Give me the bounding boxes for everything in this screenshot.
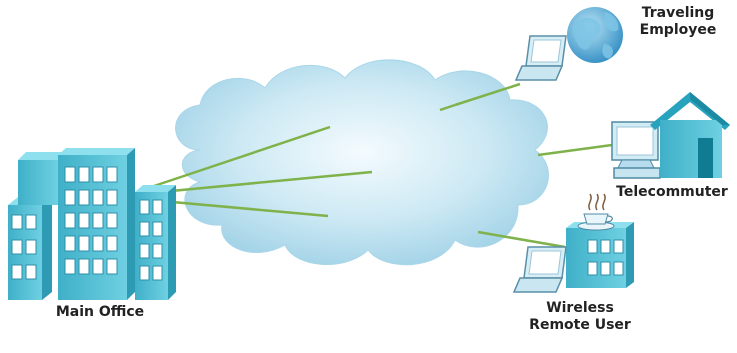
- traveling-employee-label-line-2: Employee: [628, 22, 728, 39]
- traveling-employee-label-line-1: Traveling: [628, 5, 728, 22]
- globe-icon: [567, 7, 623, 63]
- traveling-employee-label: Traveling Employee: [628, 5, 728, 39]
- telecommuter-label-text: Telecommuter: [616, 184, 728, 200]
- wireless-remote-user-label-line-1: Wireless: [520, 300, 640, 317]
- wireless-remote-user-label-line-2: Remote User: [520, 317, 640, 334]
- wireless-remote-user-label: Wireless Remote User: [520, 300, 640, 334]
- office-building-icon: [8, 148, 176, 300]
- laptop-icon: [514, 247, 566, 292]
- main-office-label: Main Office: [40, 304, 160, 321]
- laptop-icon: [516, 36, 566, 80]
- desktop-computer-icon: [612, 122, 660, 178]
- main-office-label-text: Main Office: [56, 304, 144, 320]
- house-icon: [650, 92, 730, 178]
- coffee-shop-icon: [566, 194, 634, 288]
- link-telecommuter: [538, 145, 612, 155]
- telecommuter-label: Telecommuter: [612, 184, 732, 201]
